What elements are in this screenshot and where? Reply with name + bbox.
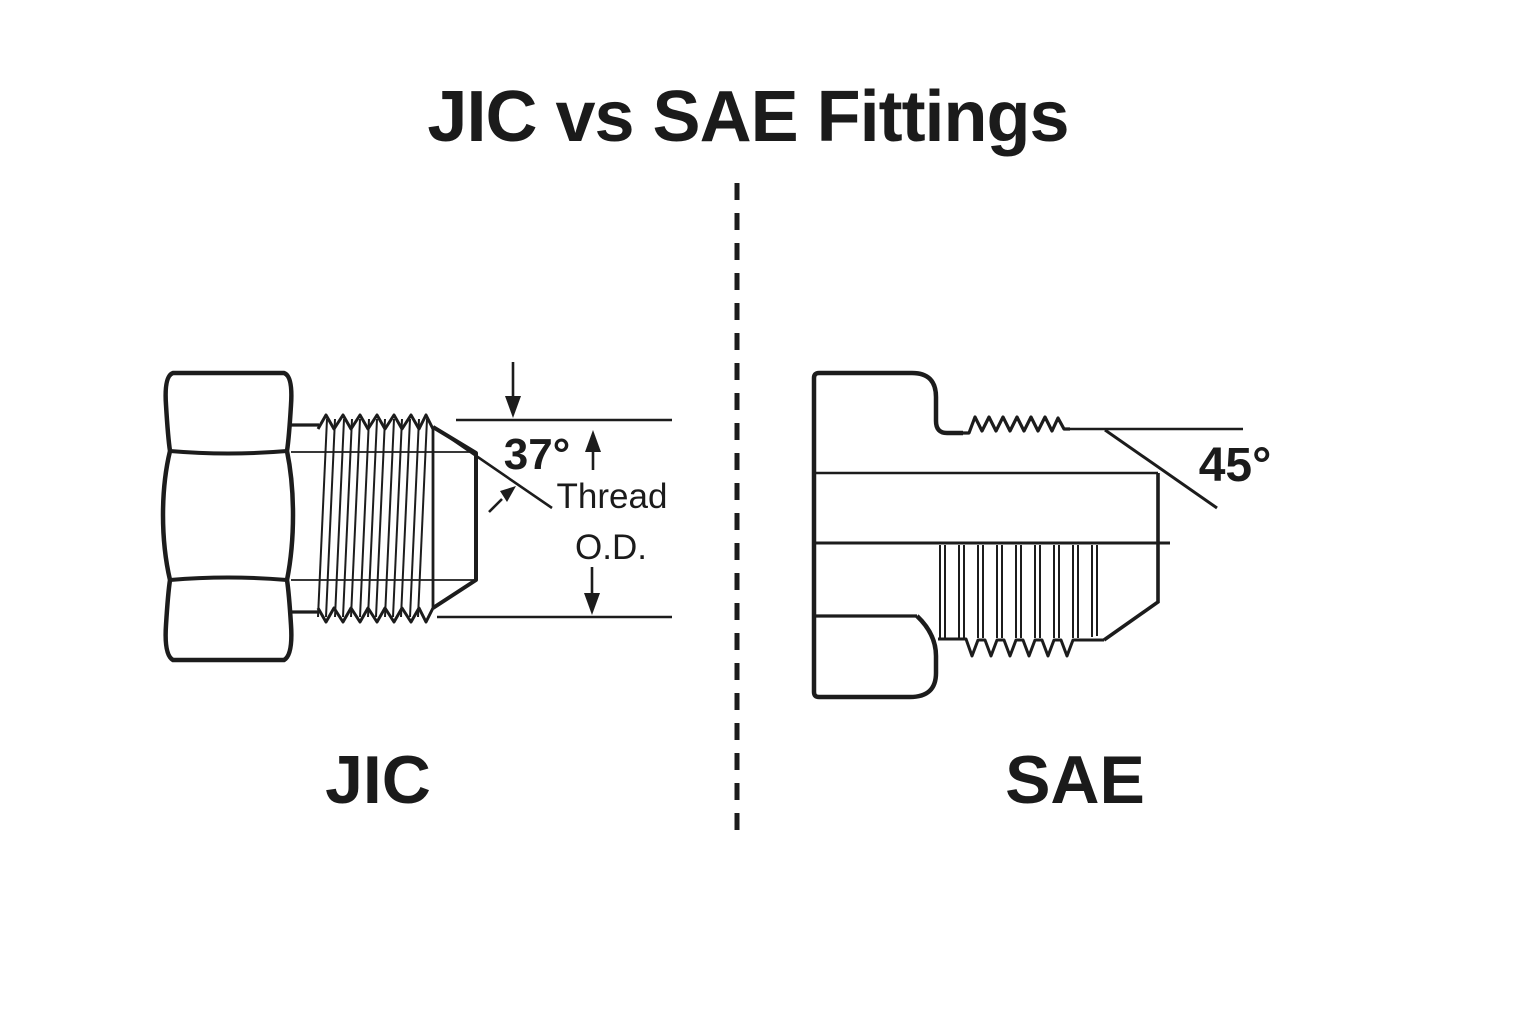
sae-caption: SAE <box>1005 742 1145 818</box>
jic-caption: JIC <box>325 742 431 818</box>
jic-fitting-drawing <box>160 362 672 663</box>
sae-lower-threads <box>939 545 1098 638</box>
sae-thread-teeth <box>938 637 1104 658</box>
dim-arrow-up-icon <box>585 430 601 470</box>
jic-flare-angle-line <box>436 427 553 510</box>
sae-flange <box>811 370 963 700</box>
page-title: JIC vs SAE Fittings <box>427 77 1069 157</box>
jic-hex-nut <box>160 370 296 663</box>
dim-arrow-down2-icon <box>584 567 600 615</box>
dim-arrow-down-icon <box>505 362 521 418</box>
sae-angle-label: 45° <box>1198 439 1272 492</box>
sae-fitting-drawing <box>811 370 1243 700</box>
jic-dimension-lines <box>436 362 672 619</box>
sae-top-threads <box>963 415 1070 435</box>
jic-angle-label: 37° <box>503 430 571 479</box>
thread-od-label-line1: Thread <box>556 477 668 516</box>
flare-angle-arrow-icon <box>488 486 516 513</box>
thread-od-label-line2: O.D. <box>575 528 647 567</box>
sae-flare-angle-line <box>1104 428 1218 510</box>
jic-thread-lines <box>317 418 428 618</box>
